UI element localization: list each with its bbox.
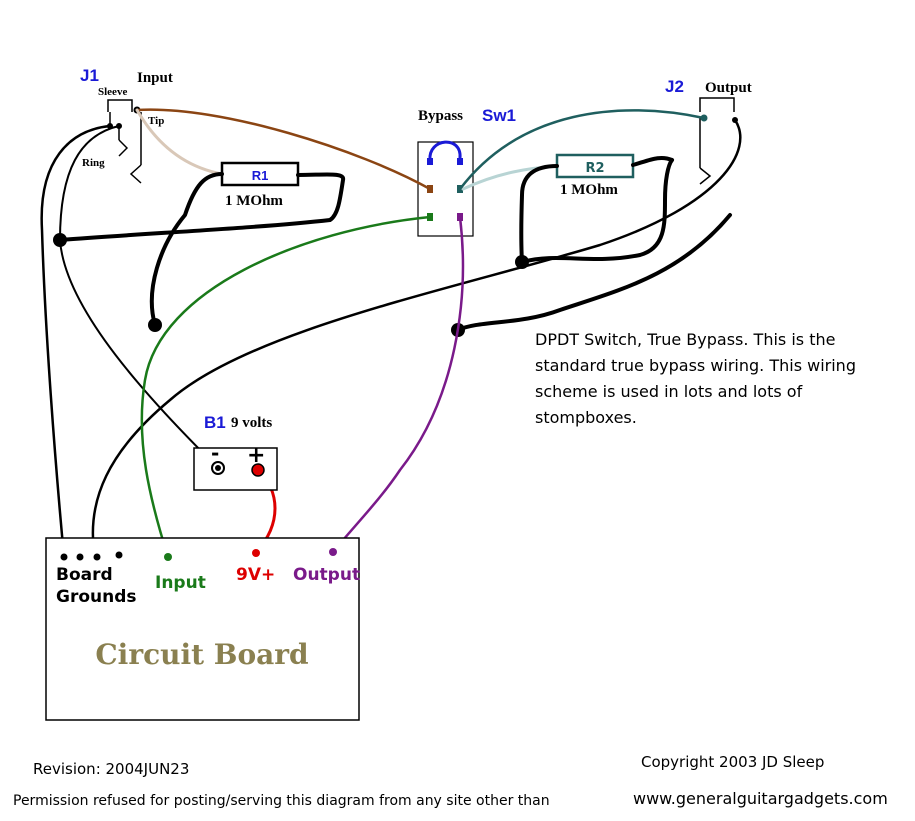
battery-pos-label: + [247,443,265,468]
wire-input-tip [135,108,432,191]
board-ground-pad-1 [60,553,68,561]
wire-r2-right [631,155,674,167]
board-ground-pad-4 [115,551,123,559]
lug-2 [457,158,463,165]
r1-ref: R1 [252,168,269,183]
r1-value: 1 MOhm [225,193,283,209]
circuit-board [45,537,360,721]
lug-1 [427,158,433,165]
wire-tip-r1 [135,108,224,176]
copyright: Copyright 2003 JD Sleep [641,753,824,771]
j1-tip-label: Tip [148,115,164,127]
note-line-1: DPDT Switch, True Bypass. This is the [535,330,835,349]
j1-name: Input [137,70,173,86]
battery-neg-label: - [211,441,219,465]
board-ground-pad-2 [76,553,84,561]
website: www.generalguitargadgets.com [633,789,888,808]
wire-j1-sleeve [40,124,112,559]
output-jack-j2 [699,97,738,185]
wire-battery-neg [59,125,219,469]
r2-ref: R2 [585,161,604,176]
j1-ref: J1 [80,66,99,85]
note-line-3: scheme is used in lots and lots of [535,382,803,401]
board-ground-pad-3 [93,553,101,561]
j2-ref: J2 [665,77,684,96]
board-input-label: Input [155,573,206,593]
note-line-2: standard true bypass wiring. This wiring [535,356,856,375]
wire-r1-left [149,172,224,327]
wire-board-input [140,215,432,559]
wire-ground-bus [91,118,742,559]
ground-node-2 [148,318,162,332]
battery-ref: B1 [204,413,226,432]
battery-voltage: 9 volts [231,415,272,431]
j1-sleeve-label: Sleeve [98,86,127,98]
j2-name: Output [705,80,752,96]
switch-name: Bypass [418,108,463,124]
j1-ring-label: Ring [82,157,105,169]
revision: Revision: 2004JUN23 [33,760,189,778]
wire-output-tip [458,109,706,191]
input-jack-j1 [107,99,142,184]
board-output-label: Output [293,565,360,585]
wire-r2-left [519,164,559,264]
switch-ref: Sw1 [482,106,516,125]
note-line-4: stompboxes. [535,408,637,427]
permission-note: Permission refused for posting/serving t… [13,793,550,809]
r2-value: 1 MOhm [560,182,618,198]
wire-r1-ground [58,172,345,242]
board-input-pad [164,553,172,561]
board-title: Circuit Board [95,638,308,671]
battery-pos-terminal [251,463,265,477]
board-power-label: 9V+ [236,565,275,585]
board-grounds-label-2: Grounds [56,587,137,607]
board-power-pad [252,549,260,557]
wire-output-ground [456,213,732,332]
wire-board-output [331,215,465,554]
switch-jumper [428,140,462,162]
wire-r2-loop [520,158,674,264]
board-grounds-label-1: Board [56,565,113,585]
board-output-pad [329,548,337,556]
